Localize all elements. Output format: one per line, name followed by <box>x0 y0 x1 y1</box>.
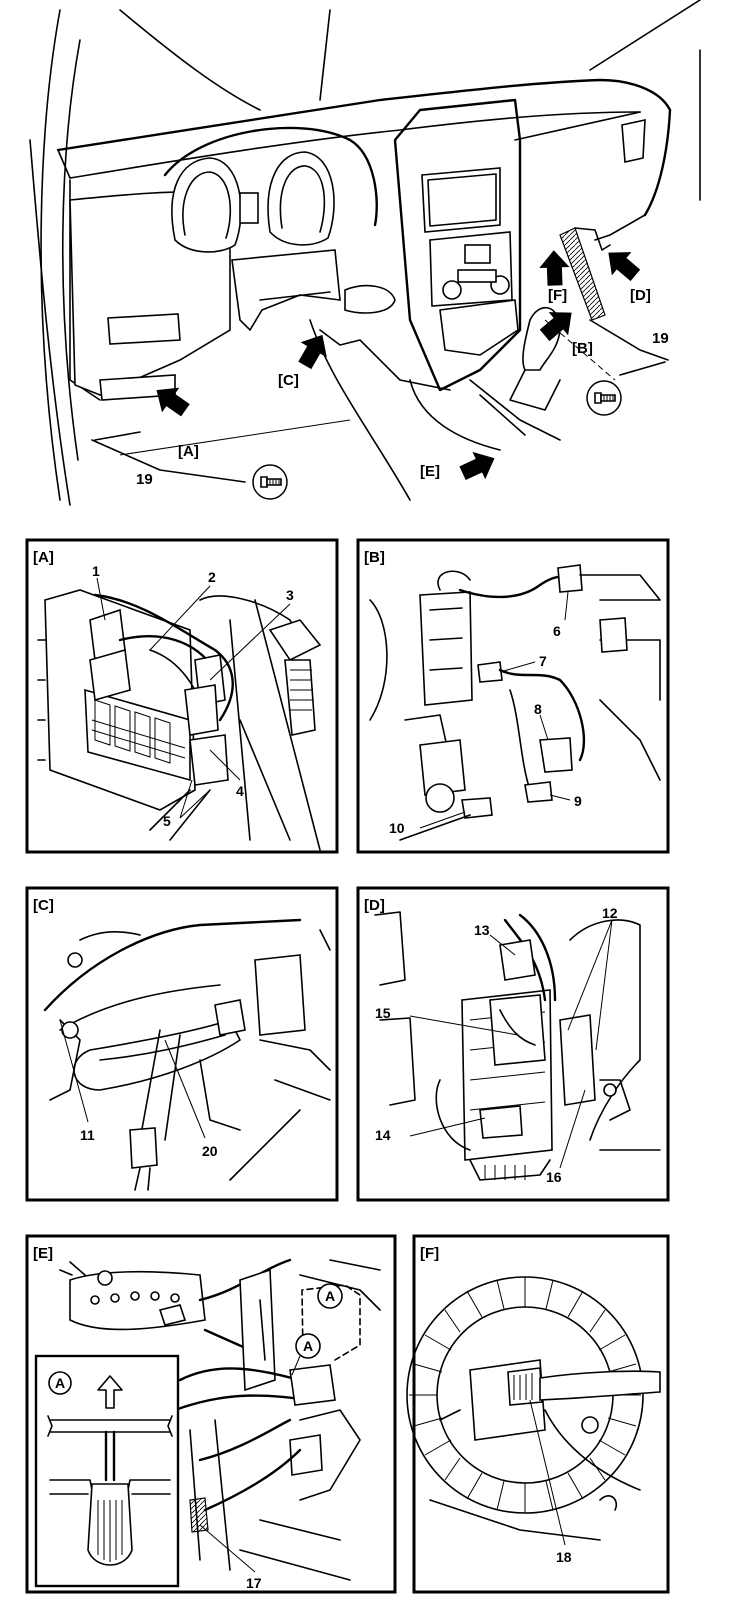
arrow-icon-f <box>539 250 570 286</box>
callout-12: 12 <box>602 905 618 921</box>
panel-d: [D] 13 12 15 14 16 <box>356 886 670 1202</box>
panel-b: [B] 6 7 8 9 10 <box>356 538 670 854</box>
callout-13: 13 <box>474 922 490 938</box>
panel-e-title: [E] <box>33 1245 53 1262</box>
overview-dashboard <box>29 0 701 506</box>
view-label-c: [C] <box>278 372 299 389</box>
panel-c-title: [C] <box>33 897 54 914</box>
callout-15: 15 <box>375 1005 391 1021</box>
callout-1: 1 <box>92 563 100 579</box>
panel-a-title: [A] <box>33 549 54 566</box>
clip-detail-icon: A <box>34 1354 180 1588</box>
callout-9: 9 <box>574 793 582 809</box>
bolt-label-left: 19 <box>136 471 153 488</box>
callout-7: 7 <box>539 653 547 669</box>
callout-circle-a-1: A <box>325 1288 335 1304</box>
callout-2: 2 <box>208 569 216 585</box>
callout-14: 14 <box>375 1127 391 1143</box>
arrow-icon-e <box>456 445 501 487</box>
bolt-icon-right <box>586 380 622 416</box>
view-label-f: [F] <box>548 287 567 304</box>
panel-c: [C] 11 20 <box>25 886 339 1202</box>
callout-4: 4 <box>236 783 244 799</box>
panel-a: [A] <box>25 538 339 854</box>
callout-circle-a-2: A <box>303 1338 313 1354</box>
callout-18: 18 <box>556 1549 572 1565</box>
view-label-b: [B] <box>572 340 593 357</box>
callout-16: 16 <box>546 1169 562 1185</box>
bolt-icon-left <box>252 464 288 500</box>
callout-11: 11 <box>80 1127 95 1143</box>
panel-b-title: [B] <box>364 549 385 566</box>
panel-d-title: [D] <box>364 897 385 914</box>
panel-f-title: [F] <box>420 1245 439 1262</box>
bolt-label-right: 19 <box>652 330 669 347</box>
arrow-icon-d <box>599 241 645 287</box>
view-label-e: [E] <box>420 463 440 480</box>
callout-5: 5 <box>163 813 171 829</box>
callout-20: 20 <box>202 1143 218 1159</box>
view-label-d: [D] <box>630 287 651 304</box>
callout-17: 17 <box>246 1575 262 1591</box>
callout-10: 10 <box>389 820 405 836</box>
callout-6: 6 <box>553 623 561 639</box>
callout-3: 3 <box>286 587 294 603</box>
inset-circle-a: A <box>55 1375 65 1391</box>
panel-e: [E] A A A <box>25 1234 397 1594</box>
view-label-a: [A] <box>178 443 199 460</box>
panel-f: [F] 18 <box>406 1234 670 1594</box>
callout-8: 8 <box>534 701 542 717</box>
